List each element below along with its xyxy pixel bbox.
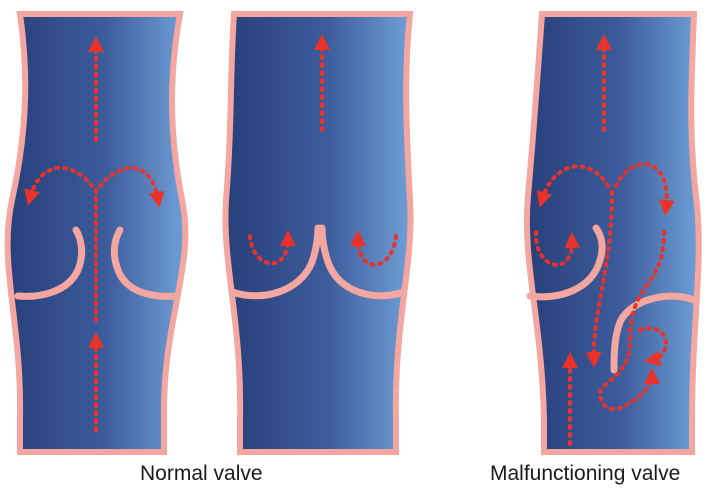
panel-normal-open — [8, 14, 186, 452]
caption-normal-valve: Normal valve — [140, 462, 263, 486]
caption-malfunctioning-valve: Malfunctioning valve — [490, 462, 680, 486]
panel-normal-closed — [225, 14, 410, 452]
panel-malfunctioning — [527, 14, 699, 452]
vein-body — [527, 14, 699, 452]
